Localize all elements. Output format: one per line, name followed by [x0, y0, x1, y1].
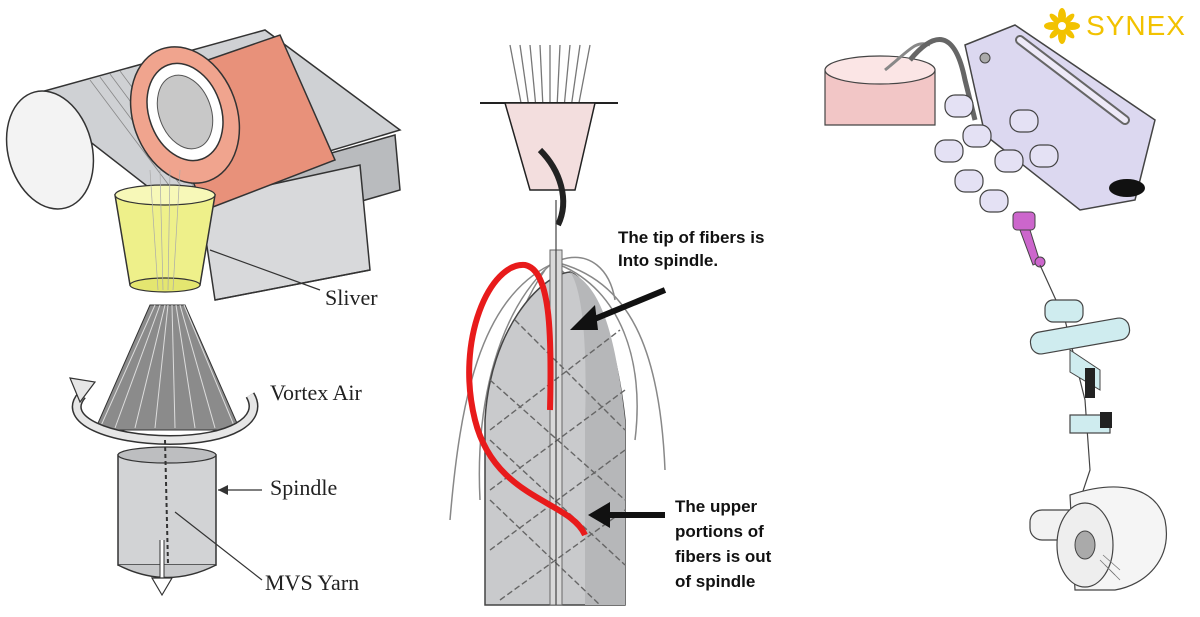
right-panel-machine-parts — [815, 0, 1200, 617]
spindle-detail-diagram: The tip of fibers is Into spindle. The u… — [449, 44, 776, 606]
mvs-schematic-diagram: Sliver Vortex Air Spindle MVS Yarn — [5, 29, 402, 597]
front-orange-roller — [129, 34, 337, 211]
spindle-cylinder — [117, 439, 217, 579]
label-spindle: Spindle — [270, 475, 337, 500]
middle-panel-spindle-detail: The tip of fibers is Into spindle. The u… — [420, 0, 820, 617]
vortex-arrow — [69, 377, 259, 446]
brand-name: SYNEX — [1086, 10, 1186, 41]
highlighted-fiber — [466, 261, 588, 537]
annotation-portions-out-of-spindle: The upper portions of fibers is out of s… — [675, 497, 776, 591]
yellow-funnel — [114, 169, 216, 293]
sliver-can — [824, 42, 936, 126]
sliver-tube — [908, 37, 978, 121]
spinning-unit-body — [964, 24, 1156, 211]
label-mvs-yarn: MVS Yarn — [265, 570, 359, 595]
unit-cylinders — [934, 94, 1059, 213]
yarn-exit-arrow — [150, 540, 174, 597]
take-up-package — [1029, 486, 1167, 591]
fiber-cone — [94, 304, 241, 431]
yarn-clearer — [1069, 412, 1112, 434]
machine-parts-diagram — [824, 24, 1167, 591]
synex-logo: SYNEX — [1044, 8, 1186, 44]
annotation-tip-into-spindle: The tip of fibers is Into spindle. — [618, 228, 769, 270]
label-sliver: Sliver — [325, 285, 378, 310]
flower-logo-icon — [1044, 8, 1081, 44]
left-panel-mvs-schematic: Sliver Vortex Air Spindle MVS Yarn — [0, 0, 420, 617]
annotation-arrows — [570, 287, 667, 528]
lower-roller — [199, 164, 371, 301]
delivery-rollers — [1029, 299, 1131, 398]
pink-nozzle — [1012, 211, 1046, 268]
spindle-cone — [484, 200, 626, 606]
label-vortex-air: Vortex Air — [270, 380, 363, 405]
air-nozzle — [480, 102, 618, 227]
